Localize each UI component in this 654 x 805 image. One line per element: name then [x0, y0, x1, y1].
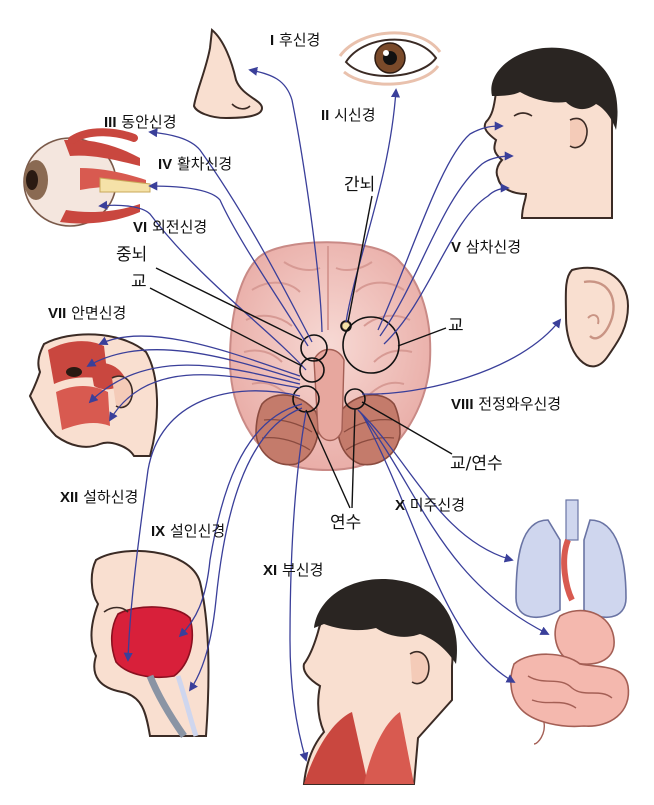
lungs-viscera-illustration [510, 499, 630, 745]
ear-illustration [564, 266, 630, 368]
nerve-v-numeral: V [451, 239, 462, 256]
label-nerve-ii: II 시신경 [321, 106, 376, 124]
eye-illustration [338, 31, 442, 86]
nerve-i-name: 후신경 [278, 31, 321, 49]
eyeball-muscles-illustration [23, 128, 151, 227]
label-nerve-iv: IV 활차신경 [158, 155, 233, 173]
nerve-viii-name: 전정와우신경 [478, 395, 562, 413]
label-nerve-ix: IX 설인신경 [151, 522, 226, 540]
nerve-ii-numeral: II [321, 107, 330, 124]
label-medulla: 연수 [330, 513, 362, 533]
route-facial-3 [88, 364, 301, 404]
route-trigeminal-lower [379, 151, 514, 337]
label-nerve-vii: VII 안면신경 [48, 304, 127, 322]
nerve-xi-name: 부신경 [281, 561, 324, 579]
nerve-xii-numeral: XII [60, 489, 79, 506]
nerve-iii-numeral: III [104, 114, 117, 131]
route-vagus-lung [357, 409, 514, 563]
label-nerve-i: I 후신경 [270, 31, 321, 49]
route-vagus-gut [361, 413, 516, 683]
label-midbrain: 중뇌 [116, 245, 148, 265]
label-nerve-iii: III 동안신경 [104, 113, 177, 131]
route-vagus-stomach [359, 411, 550, 635]
route-accessory [289, 411, 309, 762]
label-diencephalon: 간뇌 [344, 175, 376, 195]
route-vestibulocochlear [361, 318, 562, 395]
route-trigeminal-upper [377, 121, 504, 331]
face-illustration [483, 47, 618, 219]
nerve-x-name: 미주신경 [409, 496, 465, 514]
nerve-routes [86, 66, 562, 762]
label-nerve-viii: VIII 전정와우신경 [451, 395, 562, 413]
label-pons-left: 교 [131, 272, 147, 292]
route-facial-2 [86, 349, 301, 381]
nerve-v-name: 삼차신경 [465, 238, 521, 256]
nerve-iv-numeral: IV [158, 156, 173, 173]
nerve-ii-name: 시신경 [334, 106, 376, 124]
nerve-vii-name: 안면신경 [71, 304, 127, 322]
label-nerve-x: X 미주신경 [395, 496, 465, 514]
region-leader-lines [149, 195, 453, 509]
facial-muscles-illustration [28, 333, 159, 457]
label-nerve-v: V 삼차신경 [451, 238, 521, 256]
route-facial-4 [109, 374, 301, 422]
nerve-i-numeral: I [270, 32, 275, 49]
nose-illustration [192, 28, 264, 120]
route-olfactory [248, 66, 323, 333]
midbrain-circle [300, 334, 328, 362]
label-pons-right: 교 [448, 316, 464, 336]
nerve-vi-name: 외전신경 [151, 218, 208, 236]
route-facial-1 [98, 335, 301, 377]
throat-tongue-illustration [90, 550, 210, 739]
route-oculomotor [148, 128, 313, 343]
nerve-ix-numeral: IX [151, 523, 166, 540]
nerve-xii-name: 설하신경 [83, 488, 139, 506]
nerve-vi-numeral: VI [133, 219, 148, 236]
route-trochlear [148, 181, 309, 347]
label-pons-medulla: 교/연수 [450, 454, 503, 474]
nerve-vii-numeral: VII [48, 305, 67, 322]
nerve-ix-name: 설인신경 [169, 522, 226, 540]
route-trigeminal-jaw [383, 183, 510, 345]
route-glossopharyngeal-1 [178, 403, 303, 638]
neck-illustration [302, 579, 457, 785]
pons-left-circle [299, 357, 325, 383]
nerve-xi-numeral: XI [263, 562, 278, 579]
nerve-viii-numeral: VIII [451, 396, 474, 413]
label-nerve-xii: XII 설하신경 [60, 488, 139, 506]
label-nerve-xi: XI 부신경 [263, 561, 324, 579]
route-optic [345, 88, 401, 323]
route-glossopharyngeal-2 [188, 407, 303, 692]
nerve-iv-name: 활차신경 [176, 155, 233, 173]
nerve-iii-name: 동안신경 [121, 113, 177, 131]
route-abducens [98, 200, 307, 371]
nerve-x-numeral: X [395, 497, 406, 514]
route-hypoglossal [123, 390, 301, 662]
label-nerve-vi: VI 외전신경 [133, 218, 208, 236]
